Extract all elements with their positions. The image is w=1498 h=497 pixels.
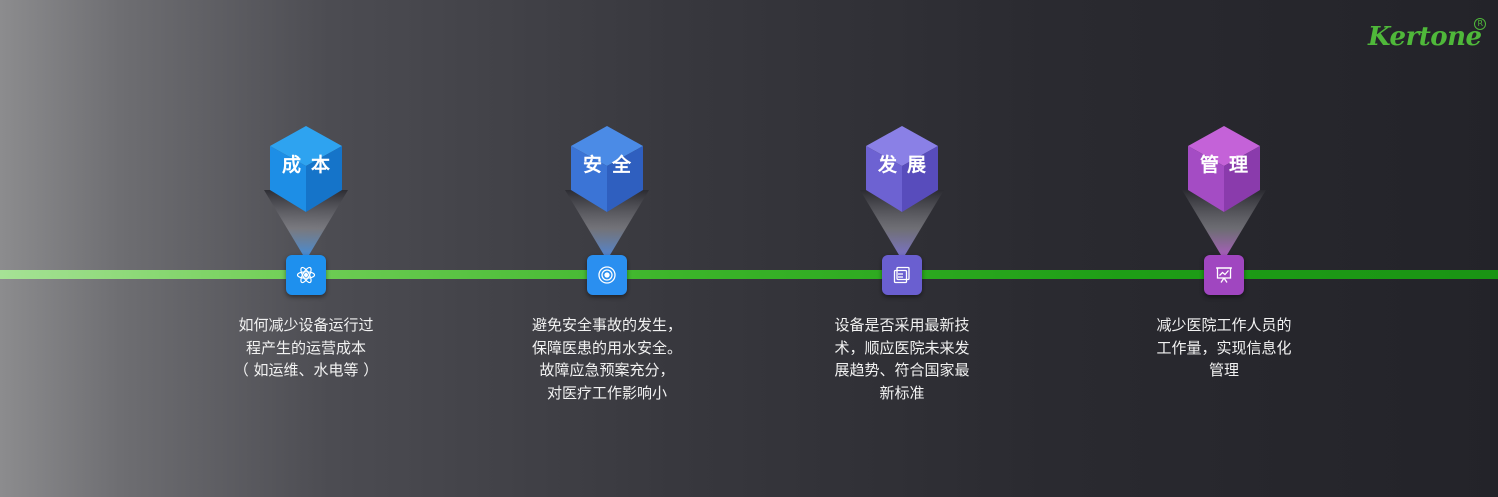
description-line: 故障应急预案充分， — [539, 361, 675, 379]
milestone-title: 发展 — [877, 154, 936, 176]
description-line: 保障医患的用水安全。 — [531, 338, 682, 357]
timeline-bar — [0, 270, 1498, 279]
milestone-description: 如何减少设备运行过程产生的运营成本 （ 如运维、水电等 ） — [186, 314, 426, 382]
milestone-0: 成本如何减少设备运行过程产生的运营成本 （ 如运维、水电等 ） — [186, 0, 426, 497]
milestone-title: 安全 — [582, 154, 641, 176]
description-line: 工作量，实现信息化 — [1156, 338, 1292, 357]
milestone-3: 管理减少医院工作人员的工作量，实现信息化管理 — [1104, 0, 1344, 497]
registered-mark: R — [1474, 18, 1486, 30]
description-line: 程产生的运营成本 — [245, 338, 366, 357]
light-beam — [860, 190, 944, 260]
target-icon — [597, 265, 617, 285]
description-line: 管理 — [1208, 361, 1239, 379]
description-line: 如何减少设备运行过 — [238, 316, 374, 334]
description-line: 设备是否采用最新技 — [834, 316, 970, 334]
atom-icon — [296, 265, 316, 285]
milestone-node — [286, 255, 326, 295]
description-line: 避免安全事故的发生， — [531, 316, 682, 334]
milestone-description: 避免安全事故的发生， 保障医患的用水安全。故障应急预案充分， 对医疗工作影响小 — [487, 314, 727, 404]
hexagon-cube — [1188, 126, 1260, 212]
description-line: （ 如运维、水电等 ） — [233, 361, 379, 379]
milestone-title: 管理 — [1199, 154, 1258, 176]
milestone-description: 设备是否采用最新技术，顺应医院未来发展趋势、符合国家最新标准 — [782, 314, 1022, 404]
light-beam — [264, 190, 348, 260]
milestone-2: 发展设备是否采用最新技术，顺应医院未来发展趋势、符合国家最新标准 — [782, 0, 1022, 497]
description-line: 新标准 — [879, 383, 925, 402]
milestone-node — [882, 255, 922, 295]
milestone-node — [1204, 255, 1244, 295]
logo-text: Kertone — [1368, 22, 1482, 52]
description-line: 术，顺应医院未来发 — [834, 338, 970, 357]
milestone-1: 安全避免安全事故的发生， 保障医患的用水安全。故障应急预案充分， 对医疗工作影响小 — [487, 0, 727, 497]
light-beam — [1182, 190, 1266, 260]
milestone-description: 减少医院工作人员的工作量，实现信息化管理 — [1104, 314, 1344, 382]
hexagon-cube — [270, 126, 342, 212]
kertone-logo: Kertone R — [1368, 18, 1486, 56]
description-line: 对医疗工作影响小 — [546, 383, 667, 402]
hexagon-cube — [866, 126, 938, 212]
frames-icon — [892, 265, 912, 285]
description-line: 展趋势、符合国家最 — [834, 361, 970, 379]
description-line: 减少医院工作人员的 — [1156, 316, 1292, 334]
light-beam — [565, 190, 649, 260]
milestone-node — [587, 255, 627, 295]
presentation-icon — [1214, 265, 1234, 285]
hexagon-cube — [571, 126, 643, 212]
milestone-title: 成本 — [281, 154, 340, 176]
